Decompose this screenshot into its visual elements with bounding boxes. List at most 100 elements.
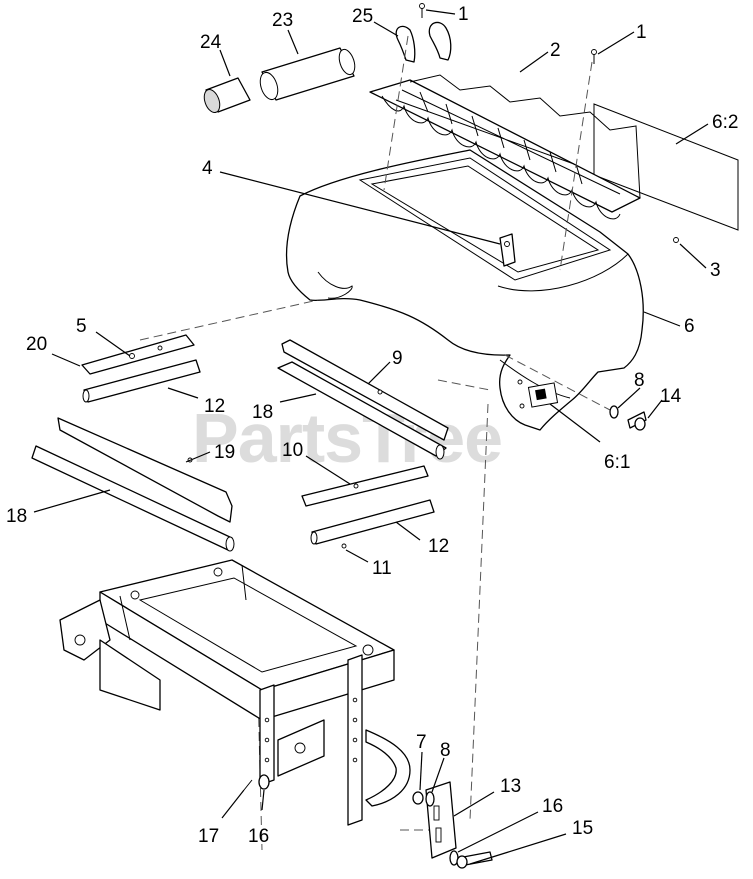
callout-5: 5: [76, 316, 87, 337]
screw-11: [341, 543, 347, 549]
decal-6-1-symbol: [535, 388, 547, 401]
callout-16: 16: [542, 796, 563, 817]
callout-11: 11: [372, 558, 392, 579]
bolt-15-head: [456, 855, 468, 869]
leader-23: [287, 29, 299, 55]
leader-10: [305, 455, 351, 485]
bracket-20: [81, 334, 195, 375]
callout-9: 9: [392, 348, 403, 369]
bracket-20-hole: [157, 345, 163, 351]
rod-18-right: [277, 361, 447, 457]
fastener-3: [673, 237, 679, 243]
clamp-25b: [428, 21, 452, 61]
callout-6-2: 6:2: [712, 112, 738, 133]
watermark-text: PartsTree: [192, 399, 502, 477]
leader-18a: [33, 489, 111, 513]
leader-6: [643, 311, 681, 327]
assembly-line: [257, 689, 263, 851]
callout-19: 19: [214, 442, 235, 463]
leader-8b: [431, 757, 445, 793]
washer-8-right: [609, 405, 619, 419]
callout-6-1: 6:1: [604, 452, 630, 473]
bracket-19: [57, 417, 233, 523]
leader-13: [453, 791, 495, 817]
bar-12-left-end: [82, 389, 90, 403]
leader-18b: [279, 393, 317, 403]
assembly-line: [383, 35, 409, 191]
leader-7: [419, 751, 423, 791]
assembly-line: [437, 379, 491, 391]
hood-left-fold: [317, 271, 353, 299]
callout-25: 25: [352, 6, 373, 27]
latch-hole: [504, 241, 510, 247]
callout-12: 12: [428, 536, 449, 557]
washer-16-left: [258, 774, 270, 790]
hood-shroud-6: [285, 149, 644, 431]
leader-11: [345, 549, 369, 563]
leader-1a: [425, 9, 456, 15]
decal-6-2: [593, 103, 739, 231]
assembly-line: [139, 299, 319, 341]
callout-1: 1: [458, 4, 469, 25]
callout-3: 3: [710, 260, 721, 281]
callout-1: 1: [636, 22, 647, 43]
hood-top-recess: [370, 165, 600, 273]
screw-1b-head: [591, 49, 597, 55]
leader-16a: [261, 789, 265, 811]
bar-12-right-end: [310, 531, 318, 545]
seat-frame: [59, 559, 411, 826]
bolt-14-head: [634, 417, 646, 431]
callout-15: 15: [572, 818, 593, 839]
callout-13: 13: [500, 776, 521, 797]
washer-8-bottom: [425, 791, 435, 807]
callout-2: 2: [550, 40, 561, 61]
screw-1a-head: [419, 3, 425, 9]
bracket-9: [281, 339, 449, 441]
callout-18: 18: [6, 506, 27, 527]
leader-12a: [167, 387, 199, 399]
hood-lower-edge: [499, 359, 571, 399]
hood-top-opening: [358, 157, 612, 281]
leader-9: [367, 361, 391, 385]
slide-slot: [435, 827, 442, 843]
leader-16b: [457, 811, 539, 853]
leader-5: [95, 331, 131, 357]
bracket-9-hole: [377, 389, 383, 395]
leader-1b: [597, 31, 635, 55]
callout-23: 23: [272, 10, 293, 31]
rod-18-right-end: [435, 444, 445, 460]
leader-3: [679, 243, 707, 269]
hood-hole: [517, 379, 523, 385]
leader-15: [469, 833, 567, 865]
rod-18-left-end: [225, 536, 235, 552]
callout-6: 6: [684, 316, 695, 337]
leader-17: [221, 789, 245, 819]
callout-8: 8: [440, 740, 451, 761]
leader-6-1: [549, 403, 601, 443]
assembly-line: [504, 354, 611, 411]
callout-20: 20: [26, 334, 47, 355]
leader-2: [519, 51, 549, 73]
hood-front-edge: [497, 253, 629, 292]
callout-7: 7: [416, 732, 427, 753]
leader-4: [219, 171, 501, 245]
callout-12: 12: [204, 396, 225, 417]
leader-25: [373, 21, 399, 37]
callout-24: 24: [200, 32, 222, 53]
callout-14: 14: [660, 386, 682, 407]
callout-8: 8: [634, 370, 645, 391]
leader-20: [51, 353, 81, 367]
slide-slot: [433, 805, 440, 821]
assembly-line: [559, 61, 593, 271]
bracket-10-hole: [353, 483, 359, 489]
callout-16: 16: [248, 826, 269, 847]
leader-8a: [617, 387, 641, 409]
callout-17: 17: [198, 826, 219, 847]
corrugated-pan-2: [369, 74, 641, 220]
leader-6-2: [675, 123, 709, 145]
screw-17: [243, 779, 253, 791]
latch-bracket-4: [499, 233, 516, 267]
hood-hole: [519, 403, 525, 409]
